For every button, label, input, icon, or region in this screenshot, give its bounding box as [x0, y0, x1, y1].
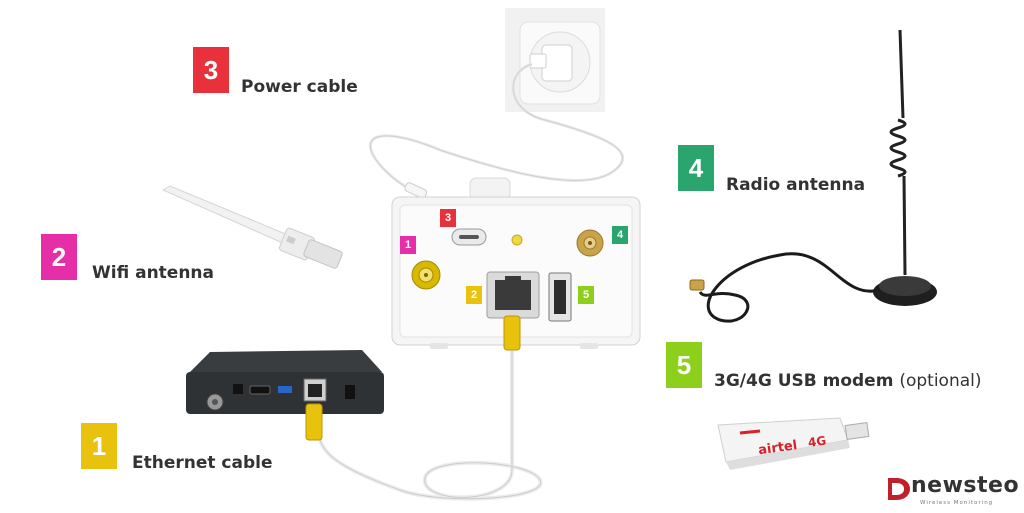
gateway-device-image — [391, 177, 641, 349]
newsteo-logo-tagline: Wireless Monitoring — [920, 500, 994, 506]
usb-modem-image: airtel 4G — [717, 417, 870, 470]
modem-brand-text: airtel — [757, 438, 798, 458]
modem-optional-note: (optional) — [899, 371, 982, 391]
device-marker-modem: 5 — [578, 286, 594, 304]
power-callout-number: 3 — [193, 47, 229, 93]
newsteo-logo-mark — [888, 478, 910, 500]
power-callout-label: Power cable — [241, 77, 358, 97]
radio-callout-label: Radio antenna — [726, 175, 866, 195]
wifi-callout-label: Wifi antenna — [92, 263, 215, 283]
wifi-antenna-image — [161, 185, 343, 269]
ethernet-callout-number: 1 — [81, 423, 117, 469]
device-marker-radio: 4 — [612, 226, 628, 244]
modem-callout-number: 5 — [666, 342, 702, 388]
radio-callout-number: 4 — [678, 145, 714, 191]
modem-callout-label: 3G/4G USB modem (optional) — [714, 371, 982, 391]
device-marker-power: 3 — [440, 209, 456, 227]
wall-socket-image — [505, 8, 605, 112]
wifi-callout-number: 2 — [41, 234, 77, 280]
router-box-image — [186, 350, 384, 414]
device-marker-ethernet-slot: 1 — [400, 236, 416, 254]
radio-antenna-image — [689, 29, 937, 323]
device-marker-ethernet: 2 — [466, 286, 482, 304]
ethernet-callout-label: Ethernet cable — [132, 453, 273, 473]
modem-label-text: 3G/4G USB modem — [714, 371, 894, 391]
newsteo-logo-text: newsteo — [911, 473, 1020, 498]
modem-4g-text: 4G — [807, 434, 827, 450]
